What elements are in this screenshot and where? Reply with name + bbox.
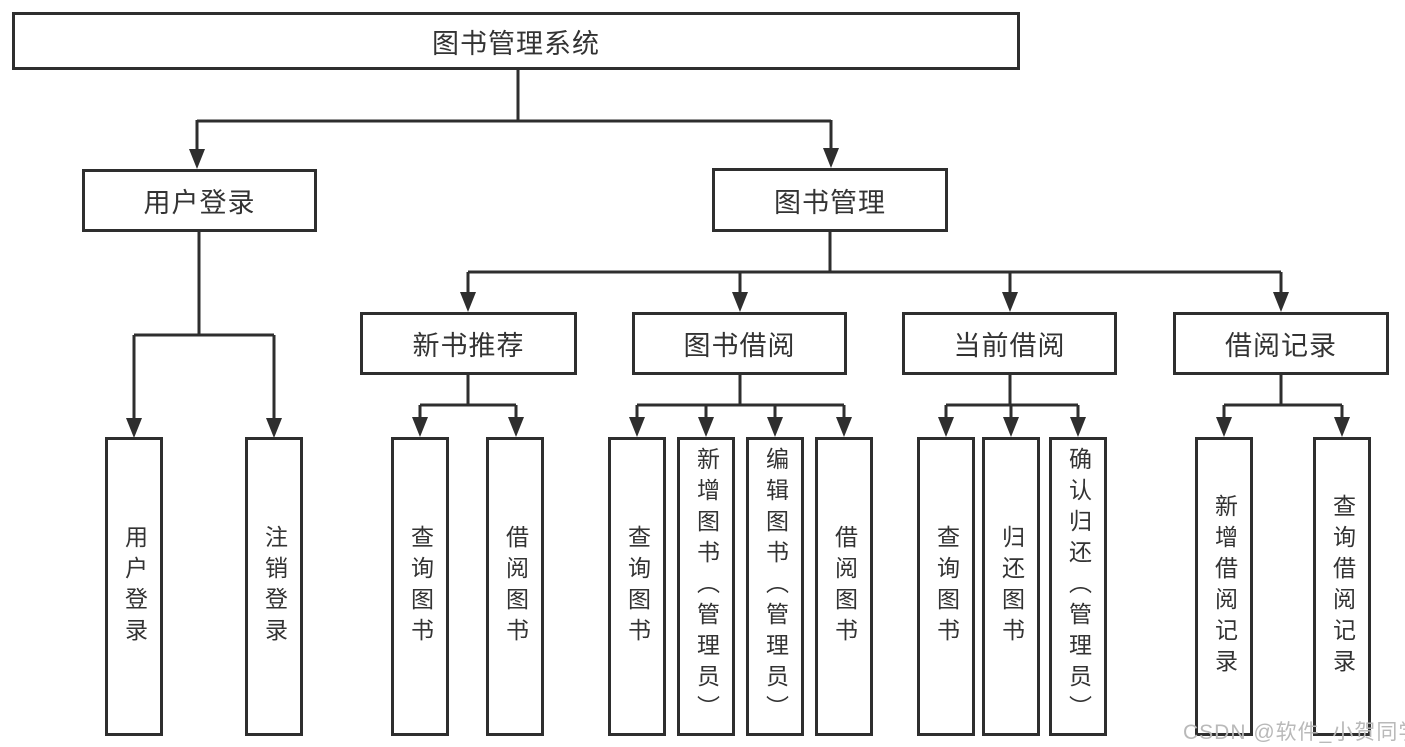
node-borrow-records: 借阅记录 bbox=[1173, 312, 1389, 375]
leaf-label: 确认归还（管理员） bbox=[1065, 447, 1092, 726]
leaf-label: 查询图书 bbox=[624, 524, 651, 649]
node-label: 用户登录 bbox=[143, 188, 256, 218]
node-current-borrow: 当前借阅 bbox=[902, 312, 1117, 375]
leaf-label: 借阅图书 bbox=[502, 524, 529, 649]
leaf-query-books: 查询图书 bbox=[917, 437, 975, 736]
leaf-query-borrow-record: 查询借阅记录 bbox=[1313, 437, 1371, 736]
leaf-add-books-admin: 新增图书（管理员） bbox=[677, 437, 735, 736]
node-root-system: 图书管理系统 bbox=[12, 12, 1020, 70]
leaf-label: 归还图书 bbox=[998, 524, 1025, 649]
leaf-label: 查询图书 bbox=[407, 524, 434, 649]
leaf-label: 编辑图书（管理员） bbox=[762, 447, 789, 726]
leaf-label: 查询图书 bbox=[933, 524, 960, 649]
leaf-logout: 注销登录 bbox=[245, 437, 303, 736]
leaf-borrow-books: 借阅图书 bbox=[486, 437, 544, 736]
node-user-login: 用户登录 bbox=[82, 169, 317, 232]
node-label: 图书借阅 bbox=[683, 331, 796, 361]
leaf-label: 新增图书（管理员） bbox=[693, 447, 720, 726]
leaf-label: 借阅图书 bbox=[831, 524, 858, 649]
leaf-return-books: 归还图书 bbox=[982, 437, 1040, 736]
leaf-borrow-books: 借阅图书 bbox=[815, 437, 873, 736]
leaf-label: 查询借阅记录 bbox=[1329, 493, 1356, 680]
leaf-label: 注销登录 bbox=[261, 524, 288, 649]
leaf-query-books: 查询图书 bbox=[391, 437, 449, 736]
leaf-add-borrow-record: 新增借阅记录 bbox=[1195, 437, 1253, 736]
node-book-management: 图书管理 bbox=[712, 168, 948, 232]
leaf-query-books: 查询图书 bbox=[608, 437, 666, 736]
leaf-label: 新增借阅记录 bbox=[1211, 493, 1238, 680]
leaf-label: 用户登录 bbox=[121, 524, 148, 649]
leaf-confirm-return-admin: 确认归还（管理员） bbox=[1049, 437, 1107, 736]
leaf-edit-books-admin: 编辑图书（管理员） bbox=[746, 437, 804, 736]
node-label: 当前借阅 bbox=[953, 331, 1066, 361]
node-new-book-recommend: 新书推荐 bbox=[360, 312, 577, 375]
node-label: 图书管理 bbox=[774, 187, 886, 218]
node-book-borrow: 图书借阅 bbox=[632, 312, 847, 375]
node-label: 新书推荐 bbox=[412, 331, 525, 361]
leaf-user-login: 用户登录 bbox=[105, 437, 163, 736]
csdn-watermark: CSDN @软件_小贺同学 bbox=[1183, 721, 1405, 744]
node-label: 借阅记录 bbox=[1225, 331, 1337, 361]
node-label: 图书管理系统 bbox=[432, 28, 600, 59]
